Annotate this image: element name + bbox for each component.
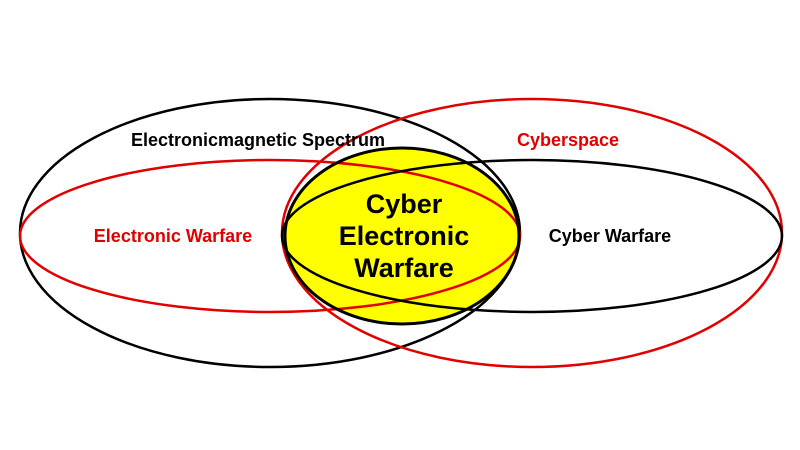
- center-label-line-1: Cyber: [366, 189, 443, 219]
- cyber-warfare-label: Cyber Warfare: [549, 226, 671, 246]
- cyber-warfare-ellipse: [280, 158, 784, 314]
- cyber-electronic-warfare-fill: [285, 148, 519, 324]
- electromagnetic-spectrum-label: Electronicmagnetic Spectrum: [131, 130, 385, 150]
- center-label-line-3: Warfare: [354, 253, 454, 283]
- center-label-line-2: Electronic: [339, 221, 470, 251]
- electronic-warfare-label: Electronic Warfare: [94, 226, 252, 246]
- cyber-electronic-warfare-circle: [283, 146, 521, 326]
- cyberspace-label: Cyberspace: [517, 130, 619, 150]
